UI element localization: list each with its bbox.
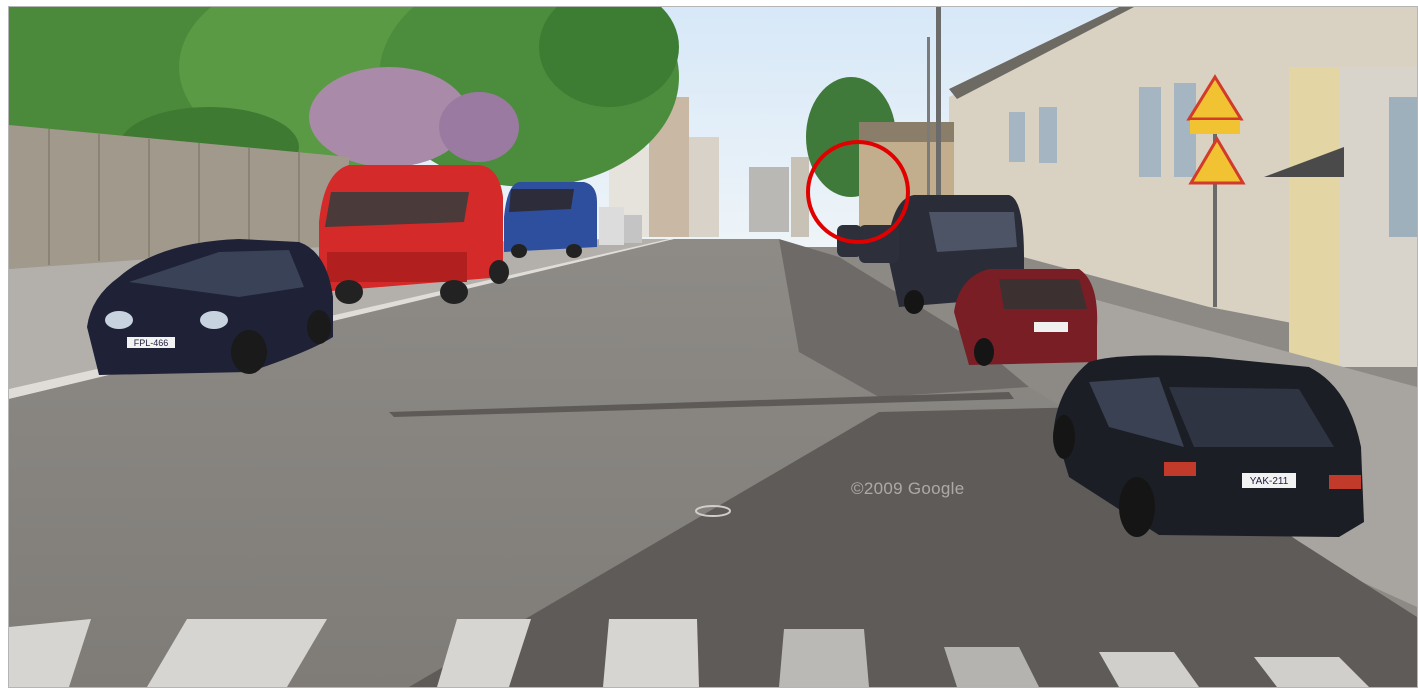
red-car-right [954, 269, 1098, 366]
crosswalk [9, 619, 1369, 687]
dark-hatchback-left [87, 239, 333, 375]
street-scene: FPL-466 YAK-211 [9, 7, 1417, 687]
utility-pole [936, 7, 941, 207]
license-plate-left [127, 337, 175, 348]
black-sedan-right [1053, 355, 1364, 537]
highlight-circle [806, 140, 910, 244]
plate-text-left: FPL-466 [134, 338, 169, 348]
red-van [319, 165, 509, 304]
plate-text-right: YAK-211 [1250, 476, 1289, 487]
blue-van [504, 182, 597, 258]
distant-buildings [609, 97, 809, 237]
warning-signs [1186, 74, 1246, 307]
street-view-photo: FPL-466 YAK-211 ©2009 Google [8, 6, 1418, 688]
license-plate-right [1242, 473, 1296, 488]
manhole [695, 505, 731, 517]
left-trees [9, 7, 679, 187]
google-watermark: ©2009 Google [851, 479, 965, 498]
wooden-fence [9, 125, 349, 269]
